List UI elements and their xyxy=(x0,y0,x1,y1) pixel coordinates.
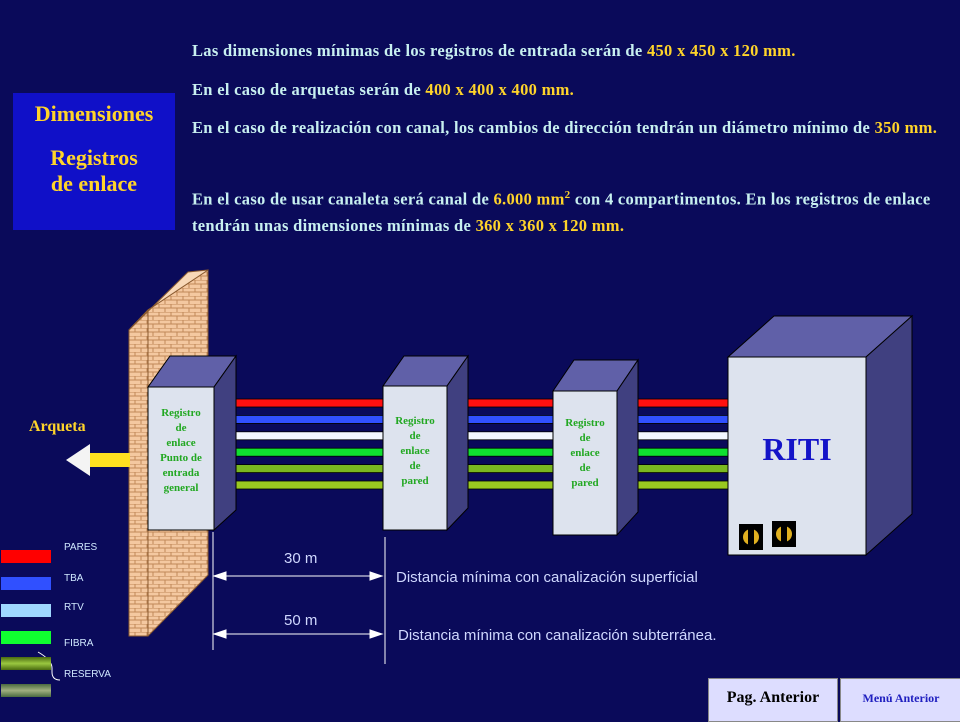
legend-swatch-tba xyxy=(1,577,51,590)
cable-line xyxy=(629,447,729,457)
paragraph-canal: En el caso de realización con canal, los… xyxy=(192,115,952,141)
legend-label-fibra: FIBRA xyxy=(64,638,94,649)
highlight-value: 6.000 mm xyxy=(493,189,565,209)
legend-label-pares: PARES xyxy=(64,542,98,553)
paragraph-text: En el caso de arquetas serán de xyxy=(192,80,426,99)
legend-swatch-fibra xyxy=(1,631,51,644)
paragraph-arquetas: En el caso de arquetas serán de 400 x 40… xyxy=(192,77,952,103)
legend-swatch-rtv xyxy=(1,604,51,617)
paragraph-text: En el caso de realización con canal, los… xyxy=(192,118,875,137)
box-label-line: enlace xyxy=(570,447,600,459)
box-label-line: pared xyxy=(571,477,599,489)
riti-socket-icon xyxy=(739,521,796,550)
highlight-value: 450 x 450 x 120 mm. xyxy=(646,41,796,60)
box-label-line: Registro xyxy=(395,415,435,427)
paragraph-canaleta: En el caso de usar canaleta será canal d… xyxy=(192,182,952,239)
title-line-3: de enlace xyxy=(50,171,138,196)
highlight-value: 360 x 360 x 120 mm. xyxy=(475,215,625,235)
cable-line xyxy=(227,464,384,474)
cable-line xyxy=(455,464,554,474)
cable-line xyxy=(227,431,384,441)
paragraph-text: Las dimensiones mínimas de los registros… xyxy=(192,41,647,60)
section-title: Dimensiones Registros de enlace xyxy=(13,93,175,230)
cable-line xyxy=(227,398,384,408)
box-label-line: Registro xyxy=(565,417,605,429)
distance-subterranea-text: Distancia mínima con canalización subter… xyxy=(398,627,717,644)
title-line-2: Registros xyxy=(50,145,138,170)
box-label-line: entrada xyxy=(162,467,200,479)
cable-line xyxy=(227,480,384,490)
legend-label-rtv: RTV xyxy=(64,602,84,613)
menu-back-label: Menú Anterior xyxy=(862,691,940,705)
highlight-value: 400 x 400 x 400 mm. xyxy=(425,80,575,99)
prev-page-label: Pag. Anterior xyxy=(726,689,820,706)
prev-page-button[interactable]: Pag. Anterior xyxy=(708,678,838,722)
legend-label-tba: TBA xyxy=(64,573,84,584)
superscript: 2 xyxy=(564,189,571,201)
box-label-line: general xyxy=(163,482,199,494)
cable-line xyxy=(629,398,729,408)
legend-swatch-pares xyxy=(1,550,51,563)
arqueta-arrow xyxy=(66,444,130,476)
arqueta-label: Arqueta xyxy=(29,418,86,435)
paragraph-registros-entrada: Las dimensiones mínimas de los registros… xyxy=(192,38,952,64)
cable-line xyxy=(455,447,554,457)
box-label-line: de xyxy=(579,432,591,444)
paragraph-text: En el caso de usar canaleta será canal d… xyxy=(192,189,494,209)
paragraph-text: con 4 compartimentos. En los registros d… xyxy=(192,189,931,235)
box-label-line: de xyxy=(579,462,591,474)
legend-swatch-reserva-1 xyxy=(1,657,51,670)
distance-superficial-text: Distancia mínima con canalización superf… xyxy=(396,569,698,586)
riti-cabinet xyxy=(726,314,914,557)
cable-line xyxy=(629,464,729,474)
registro-pared-label-1: Registro de enlace de pared xyxy=(383,414,447,489)
legend-label-reserva: RESERVA xyxy=(64,669,111,680)
box-label-line: de xyxy=(175,422,187,434)
cable-line xyxy=(227,414,384,424)
cable-bundle-3 xyxy=(629,398,729,490)
cable-line xyxy=(455,398,554,408)
cable-bundle-2 xyxy=(455,398,554,490)
box-label-line: enlace xyxy=(400,445,430,457)
box-label-line: Registro xyxy=(161,407,201,419)
cable-line xyxy=(455,414,554,424)
title-line-1: Dimensiones xyxy=(34,101,154,126)
cable-line xyxy=(227,447,384,457)
riti-label: RITI xyxy=(762,431,832,467)
distance-30m-value: 30 m xyxy=(284,550,318,567)
box-label-line: Punto de xyxy=(160,452,202,464)
box-label-line: enlace xyxy=(166,437,196,449)
highlight-value: 350 mm. xyxy=(874,118,938,137)
cable-line xyxy=(629,431,729,441)
registro-pared-box-2 xyxy=(552,358,639,537)
cable-line xyxy=(455,431,554,441)
registro-entrada-general-box xyxy=(147,354,237,532)
menu-back-button[interactable]: Menú Anterior xyxy=(840,678,960,722)
box-label-line: de xyxy=(409,430,421,442)
registro-pared-box-1 xyxy=(382,354,469,532)
box-label-line: pared xyxy=(401,475,429,487)
registro-pared-label-2: Registro de enlace de pared xyxy=(553,416,617,491)
distance-50m-value: 50 m xyxy=(284,612,318,629)
cable-line xyxy=(455,480,554,490)
cable-line xyxy=(629,414,729,424)
distance-markers xyxy=(212,532,386,664)
box-label-line: de xyxy=(409,460,421,472)
cable-bundle-1 xyxy=(227,398,384,490)
legend-swatch-reserva-2 xyxy=(1,684,51,697)
cable-line xyxy=(629,480,729,490)
